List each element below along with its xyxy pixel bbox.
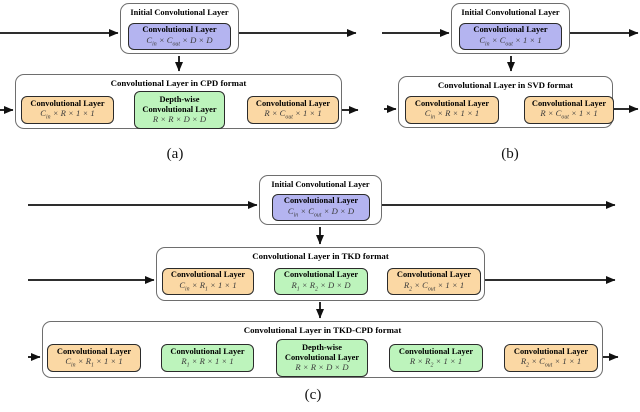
initial-conv-box: Initial Convolutional Layer Convolutiona… bbox=[451, 3, 570, 54]
layer-formula: R × Cout × 1 × 1 bbox=[540, 108, 598, 121]
conv-layer-box: Convolutional Layer R2 × Cout × 1 × 1 bbox=[387, 268, 481, 295]
initial-conv-title: Initial Convolutional Layer bbox=[271, 180, 370, 189]
initial-conv-box: Initial Convolutional Layer Convolutiona… bbox=[259, 175, 382, 225]
layer-name: Convolutional Layer bbox=[30, 98, 105, 108]
conv-layer-box: Convolutional Layer R2 × Cout × 1 × 1 bbox=[504, 344, 598, 372]
depthwise-conv-layer-box: Depth-wise Convolutional Layer R × R × D… bbox=[134, 91, 225, 129]
conv-layer-box: Convolutional Layer Cin × Cout × D × D bbox=[128, 23, 231, 50]
layer-formula: R1 × R2 × D × D bbox=[291, 279, 351, 293]
layer-name: Convolutional Layer bbox=[142, 25, 217, 35]
conv-layer-box: Convolutional Layer Cin × R1 × 1 × 1 bbox=[162, 268, 254, 295]
conv-layer-box: Convolutional Layer Cin × Cout × D × D bbox=[272, 194, 370, 221]
layer-formula: Cin × Cout × D × D bbox=[146, 34, 213, 48]
layer-formula: R2 × Cout × 1 × 1 bbox=[403, 279, 465, 293]
layer-name: Convolutional Layer bbox=[531, 98, 607, 108]
figure-caption-c: (c) bbox=[304, 387, 322, 403]
layer-formula: R2 × Cout × 1 × 1 bbox=[520, 356, 582, 369]
layer-formula: R × Cout × 1 × 1 bbox=[264, 108, 322, 121]
layer-name: Convolutional Layer bbox=[513, 346, 589, 356]
layer-formula: Cin × R1 × 1 × 1 bbox=[179, 279, 237, 293]
conv-layer-box: Convolutional Layer Cin × R × 1 × 1 bbox=[405, 96, 499, 124]
layer-name: Convolutional Layer bbox=[396, 270, 472, 280]
tkd-cpd-format-title: Convolutional Layer in TKD-CPD format bbox=[243, 325, 402, 335]
layer-name: Convolutional Layer bbox=[283, 196, 359, 206]
layer-formula: Cin × R1 × 1 × 1 bbox=[65, 356, 123, 369]
conv-layer-box: Convolutional Layer Cin × Cout × 1 × 1 bbox=[459, 23, 562, 50]
layer-name: Convolutional Layer bbox=[398, 346, 474, 356]
conv-layer-box: Convolutional Layer R1 × R × 1 × 1 bbox=[161, 344, 254, 372]
layer-name: Convolutional Layer bbox=[170, 346, 245, 356]
layer-name: Convolutional Layer bbox=[255, 98, 331, 108]
cpd-format-box: Convolutional Layer in CPD format Convol… bbox=[15, 74, 342, 129]
cpd-format-title: Convolutional Layer in CPD format bbox=[110, 78, 247, 88]
layer-name: Convolutional Layer bbox=[56, 346, 132, 356]
layer-name: Convolutional Layer bbox=[414, 98, 490, 108]
layer-formula: Cin × Cout × D × D bbox=[287, 205, 355, 219]
conv-layer-box: Convolutional Layer R × R2 × 1 × 1 bbox=[389, 344, 483, 372]
initial-conv-box: Initial Convolutional Layer Convolutiona… bbox=[120, 3, 239, 54]
conv-layer-box: Convolutional Layer R × Cout × 1 × 1 bbox=[524, 96, 614, 124]
conv-layer-box: Convolutional Layer Cin × R × 1 × 1 bbox=[21, 96, 114, 124]
conv-layer-box: Convolutional Layer R1 × R2 × D × D bbox=[274, 268, 368, 295]
layer-formula: R × R × D × D bbox=[295, 362, 349, 373]
layer-name: Depth-wise Convolutional Layer bbox=[142, 95, 217, 114]
layer-name: Convolutional Layer bbox=[283, 270, 359, 280]
conv-layer-box: Convolutional Layer R × Cout × 1 × 1 bbox=[247, 96, 339, 124]
layer-formula: R × R2 × 1 × 1 bbox=[409, 356, 463, 369]
depthwise-conv-layer-box: Depth-wise Convolutional Layer R × R × D… bbox=[276, 339, 368, 377]
initial-conv-title: Initial Convolutional Layer bbox=[130, 8, 229, 17]
layer-name: Convolutional Layer bbox=[170, 270, 246, 280]
figure-caption-b: (b) bbox=[501, 146, 519, 162]
tkd-format-title: Convolutional Layer in TKD format bbox=[252, 251, 389, 261]
layer-formula: Cin × Cout × 1 × 1 bbox=[479, 34, 542, 48]
layer-name: Depth-wise Convolutional Layer bbox=[284, 343, 360, 362]
layer-formula: Cin × R × 1 × 1 bbox=[40, 108, 95, 121]
layer-formula: R × R × D × D bbox=[152, 114, 207, 125]
layer-name: Convolutional Layer bbox=[473, 25, 548, 35]
initial-conv-title: Initial Convolutional Layer bbox=[461, 8, 560, 17]
layer-formula: Cin × R × 1 × 1 bbox=[424, 108, 480, 121]
tkd-format-box: Convolutional Layer in TKD format Convol… bbox=[156, 247, 485, 301]
figure-caption-a: (a) bbox=[166, 146, 184, 162]
layer-formula: R1 × R × 1 × 1 bbox=[181, 356, 234, 369]
tkd-cpd-format-box: Convolutional Layer in TKD-CPD format Co… bbox=[42, 321, 603, 378]
svd-format-box: Convolutional Layer in SVD format Convol… bbox=[398, 76, 614, 128]
svd-format-title: Convolutional Layer in SVD format bbox=[437, 80, 574, 90]
conv-layer-box: Convolutional Layer Cin × R1 × 1 × 1 bbox=[47, 344, 141, 372]
